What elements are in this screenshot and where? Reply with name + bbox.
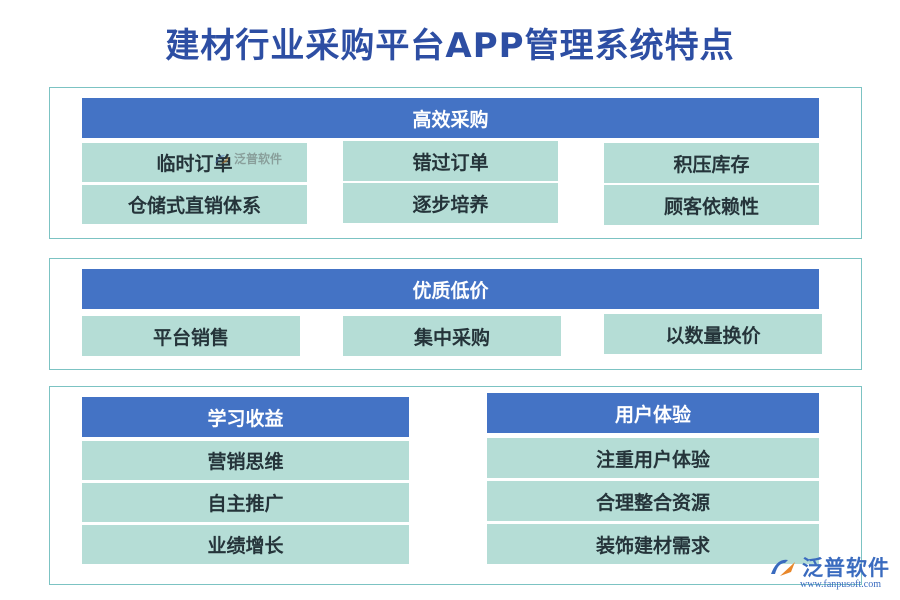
item-quantity-for-price: 以数量换价 bbox=[604, 314, 822, 354]
item-integrate-resources: 合理整合资源 bbox=[487, 481, 819, 521]
item-warehouse-direct-sales: 仓储式直销体系 bbox=[82, 185, 307, 224]
watermark: 泛普软件 bbox=[213, 150, 282, 167]
item-performance-growth: 业绩增长 bbox=[82, 525, 409, 564]
item-platform-sales: 平台销售 bbox=[82, 316, 300, 356]
header-efficient-procurement: 高效采购 bbox=[82, 98, 819, 138]
item-gradual-cultivation: 逐步培养 bbox=[343, 183, 558, 223]
item-temporary-order: 临时订单 bbox=[82, 143, 307, 182]
header-learning-benefits: 学习收益 bbox=[82, 397, 409, 437]
item-overstock: 积压库存 bbox=[604, 143, 819, 183]
item-decoration-material-demand: 装饰建材需求 bbox=[487, 524, 819, 564]
item-self-promotion: 自主推广 bbox=[82, 483, 409, 522]
page-title: 建材行业采购平台APP管理系统特点 bbox=[165, 26, 735, 66]
logo-url: www.fanpusoft.com bbox=[800, 579, 882, 590]
watermark-logo-icon bbox=[215, 154, 229, 164]
item-marketing-thinking: 营销思维 bbox=[82, 441, 409, 480]
logo-text: 泛普软件 bbox=[802, 556, 890, 580]
item-centralized-procurement: 集中采购 bbox=[343, 316, 561, 356]
header-quality-low-price: 优质低价 bbox=[82, 269, 819, 309]
item-focus-user-experience: 注重用户体验 bbox=[487, 438, 819, 478]
item-missed-order: 错过订单 bbox=[343, 141, 558, 181]
watermark-text: 泛普软件 bbox=[234, 152, 283, 166]
fanpu-logo-icon bbox=[771, 559, 795, 576]
item-customer-dependency: 顾客依赖性 bbox=[604, 185, 819, 225]
brand-logo: 泛普软件 bbox=[768, 552, 890, 582]
header-user-experience: 用户体验 bbox=[487, 393, 819, 433]
